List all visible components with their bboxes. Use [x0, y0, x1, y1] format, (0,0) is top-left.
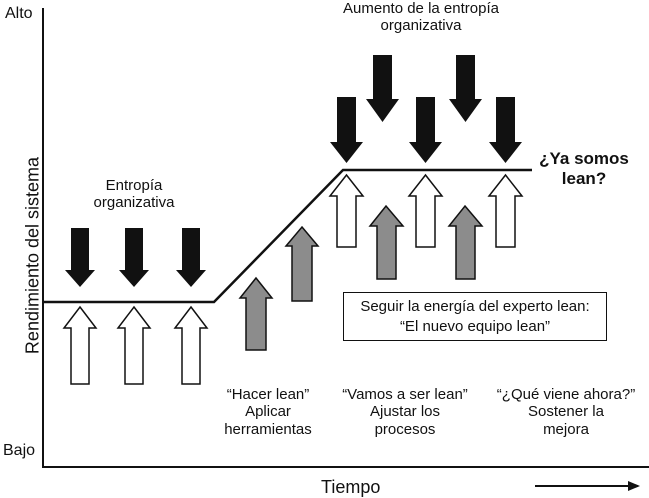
up-arrow-2	[116, 305, 152, 385]
y-axis-low-label: Bajo	[3, 442, 36, 459]
phase-label-3: “¿Qué viene ahora?” Sostener la mejora	[486, 386, 646, 438]
entropy-increase-line2: organizativa	[380, 17, 462, 35]
entropy-label-left-line1: Entropía	[105, 177, 163, 194]
gray-arrow-2	[284, 225, 320, 302]
support-arrows-left	[62, 305, 209, 385]
down-arrow-2	[119, 228, 149, 287]
up-arrow-6	[487, 173, 524, 248]
down-arrow-7	[449, 55, 482, 122]
entropy-increase-label: Aumento de la entropía organizativa	[321, 0, 521, 35]
up-arrow-5	[407, 173, 444, 248]
phase-2-quote: “Vamos a ser lean”	[342, 386, 468, 403]
phase-1-line3: herramientas	[224, 420, 312, 438]
entropy-label-left-line2: organizativa	[93, 194, 175, 212]
callout-line1: Seguir la energía del experto lean:	[360, 298, 590, 315]
phase-label-1: “Hacer lean” Aplicar herramientas	[208, 386, 328, 438]
phase-label-2: “Vamos a ser lean” Ajustar los procesos	[330, 386, 480, 438]
up-arrow-3	[173, 305, 209, 385]
lean-question-line1: ¿Ya somos	[539, 149, 629, 168]
down-arrow-6	[409, 97, 442, 163]
lean-question-label: ¿Ya somos lean?	[536, 149, 632, 188]
lean-expert-callout: Seguir la energía del experto lean: “El …	[343, 292, 607, 341]
phase-1-line2: Aplicar	[245, 403, 291, 421]
y-axis-high-label: Alto	[5, 5, 33, 22]
down-arrow-5	[366, 55, 399, 122]
entropy-arrows-right	[330, 55, 522, 163]
down-arrow-8	[489, 97, 522, 163]
down-arrow-4	[330, 97, 363, 163]
phase-3-line2: Sostener la	[528, 403, 604, 421]
support-arrows-right	[328, 173, 524, 248]
down-arrow-3	[176, 228, 206, 287]
callout-line2: “El nuevo equipo lean”	[399, 317, 551, 335]
up-arrow-4	[328, 173, 365, 248]
gray-arrow-1	[238, 276, 274, 351]
entropy-increase-line1: Aumento de la entropía	[343, 0, 499, 17]
phase-2-line3: procesos	[374, 420, 436, 438]
entropy-label-left: Entropía organizativa	[84, 177, 184, 212]
phase-3-quote: “¿Qué viene ahora?”	[496, 386, 636, 403]
down-arrow-1	[65, 228, 95, 287]
lean-question-line2: lean?	[561, 168, 607, 188]
phase-2-line2: Ajustar los	[369, 403, 441, 421]
up-arrow-1	[62, 305, 98, 385]
gray-arrow-4	[447, 204, 484, 280]
phase-1-quote: “Hacer lean”	[226, 386, 310, 403]
phase-3-line3: mejora	[543, 420, 589, 438]
gray-arrow-3	[368, 204, 405, 280]
y-axis-title: Rendimiento del sistema	[22, 156, 43, 355]
lean-expert-arrows	[238, 204, 484, 351]
x-axis-title: Tiempo	[321, 477, 381, 497]
performance-line	[43, 168, 532, 304]
entropy-arrows-left	[65, 228, 206, 287]
